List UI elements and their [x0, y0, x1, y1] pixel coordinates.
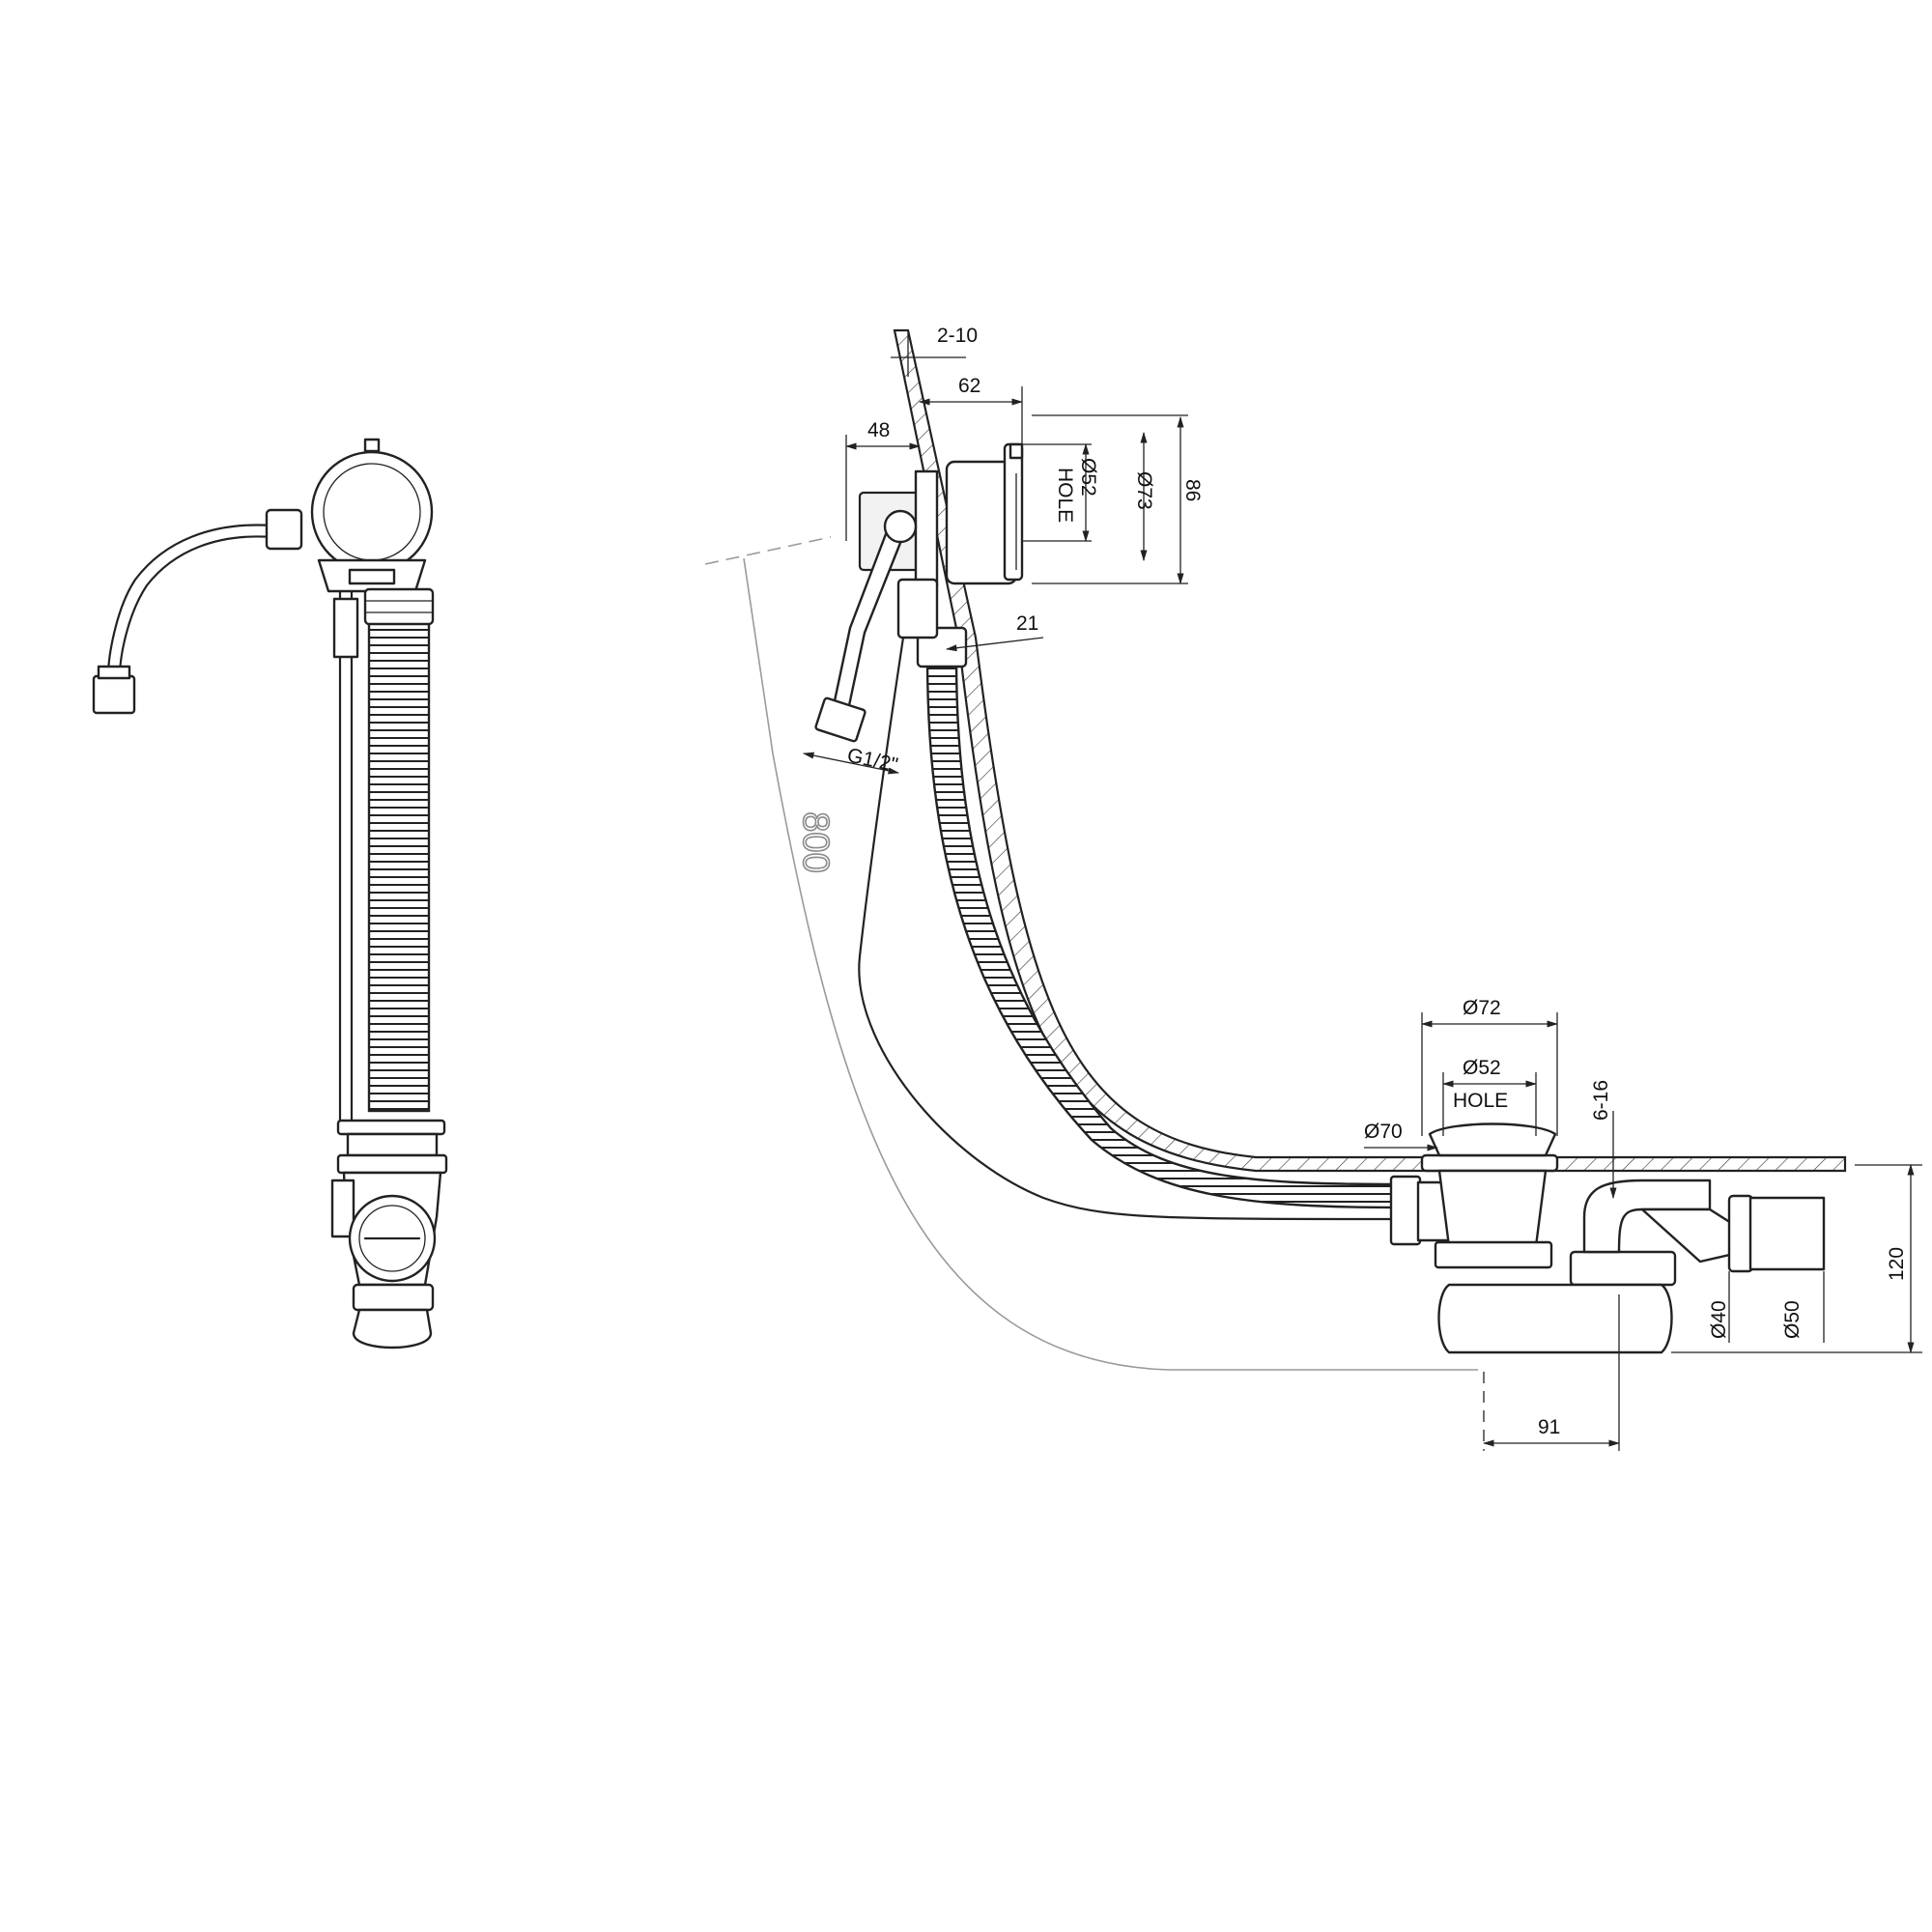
- dim-inlet-thread: G1/2": [845, 744, 900, 777]
- dim-hose-dia: Ø70: [1364, 1121, 1403, 1143]
- dim-overflow-offset: 21: [1016, 612, 1038, 635]
- dim-trap-offset: 91: [1538, 1416, 1560, 1438]
- dim-waste-hole: Ø52: [1463, 1057, 1501, 1079]
- dim-overflow-plate: Ø73: [1133, 471, 1155, 510]
- dim-outlet-inner: Ø40: [1708, 1300, 1730, 1339]
- dim-overflow-depth: 62: [958, 375, 980, 397]
- dim-trap-height: 120: [1886, 1247, 1908, 1281]
- reach-arc: [743, 557, 1478, 1371]
- hose-length-label: 800: [795, 811, 836, 872]
- front-inlet-hose: [106, 524, 274, 678]
- front-inlet-nut: [92, 674, 136, 715]
- dim-outlet-outer: Ø50: [1781, 1300, 1804, 1339]
- front-overflow-cap: [310, 450, 434, 574]
- front-corrugated-hose: [367, 616, 431, 1113]
- side-corrugated-hose: [925, 655, 1403, 1209]
- dim-overflow-inner: 48: [867, 419, 890, 441]
- dim-wall-thickness: 2-10: [937, 325, 978, 347]
- bowden-cable: [858, 636, 1403, 1221]
- side-view: 800 2-10: [704, 325, 1922, 1451]
- dim-overflow-height: 86: [1181, 479, 1204, 501]
- front-view: [92, 438, 448, 1350]
- inlet-nut: [814, 696, 867, 743]
- dim-waste-hole-label: HOLE: [1453, 1090, 1508, 1112]
- dim-bath-thickness: 6-16: [1590, 1080, 1612, 1121]
- trap-body: [1437, 1169, 1548, 1248]
- dim-overflow-hole: Ø52: [1077, 458, 1099, 497]
- dim-waste-plug: Ø72: [1463, 997, 1501, 1019]
- dim-overflow-hole-label: HOLE: [1054, 468, 1076, 523]
